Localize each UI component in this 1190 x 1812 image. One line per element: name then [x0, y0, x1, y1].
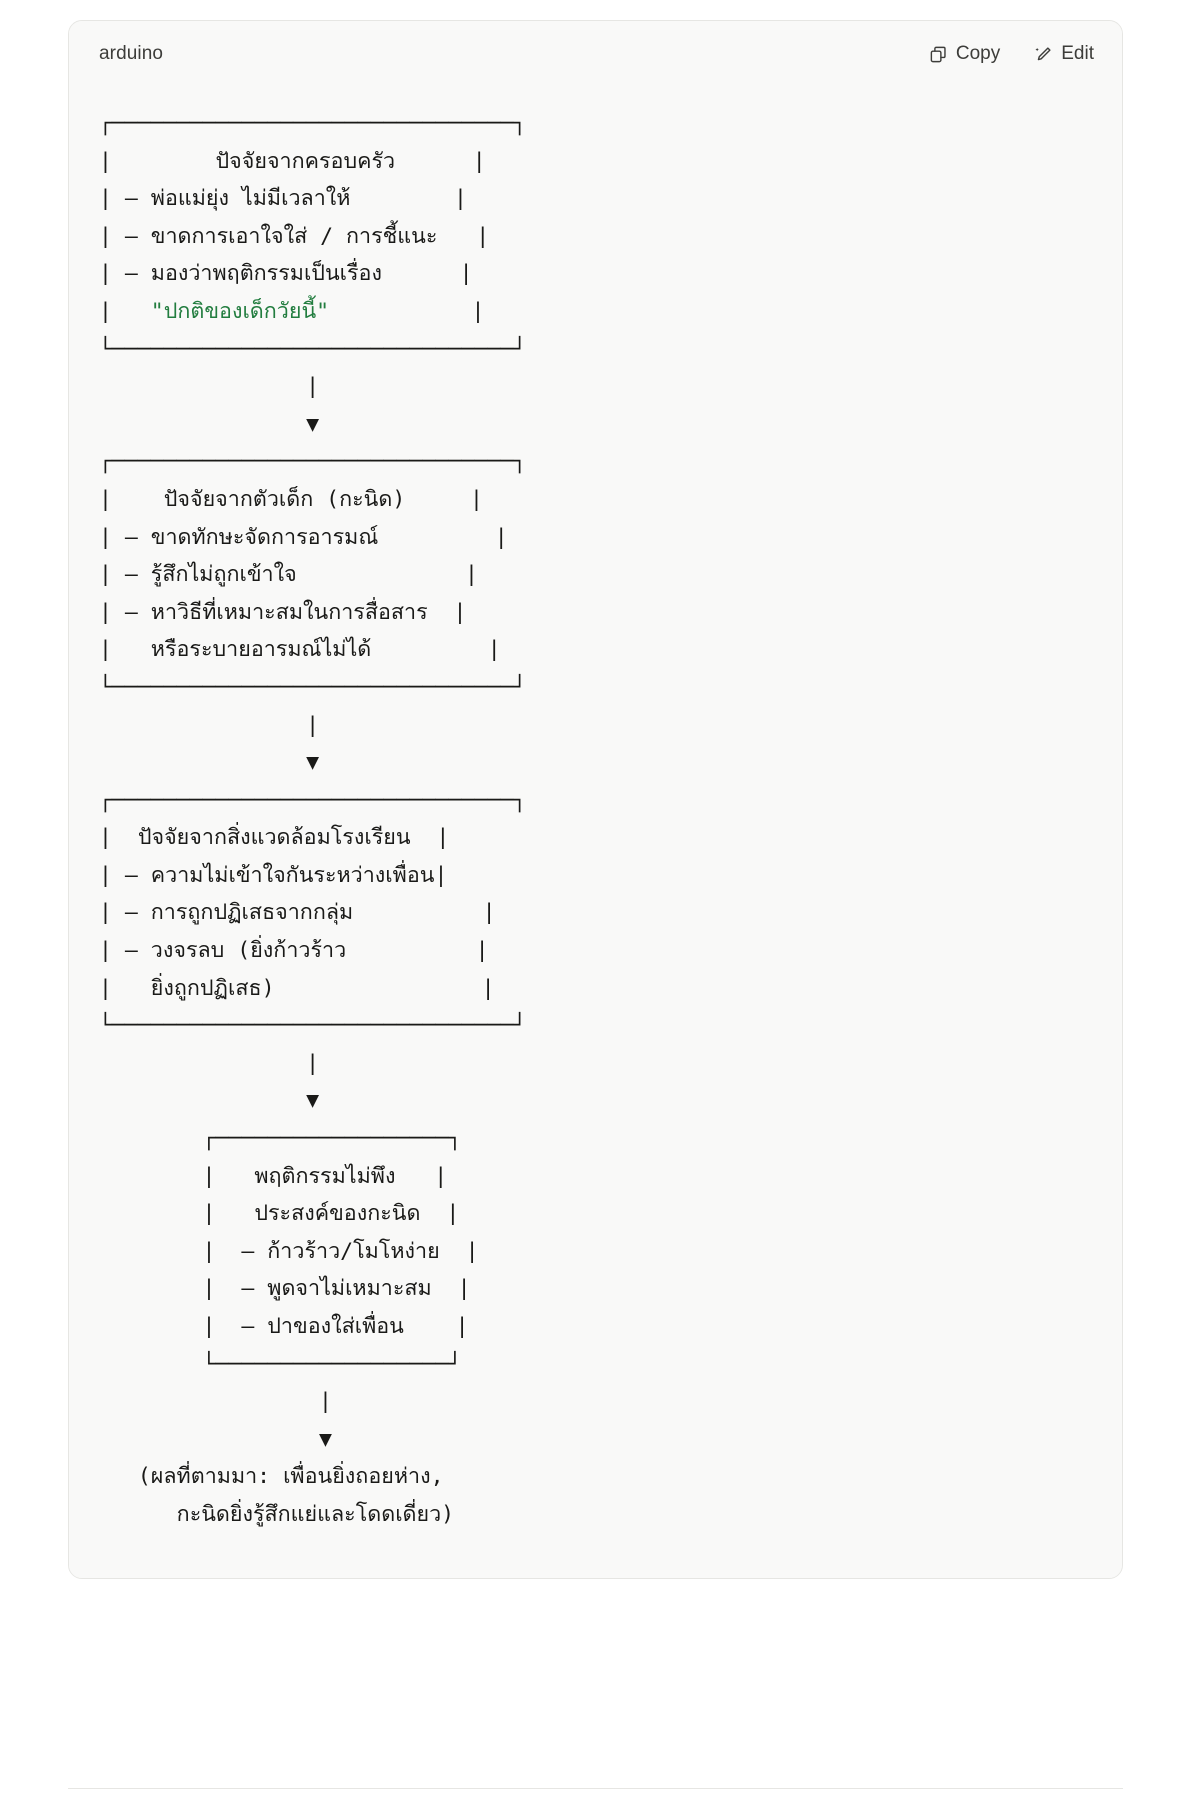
node-school-line-3: | – วงจรลบ (ยิ่งก้าวร้าว | [99, 938, 489, 964]
edit-button[interactable]: Edit [1032, 39, 1096, 69]
node-child-line-3: | – หาวิธีที่เหมาะสมในการสื่อสาร | [99, 599, 467, 625]
node-school-title-line: | ปัจจัยจากสิ่งแวดล้อมโรงเรียน | [99, 825, 450, 851]
node-school-bullet-1: – ความไม่เข้าใจกันระหว่างเพื่อน [124, 862, 435, 888]
node-family-title-line: | ปัจจัยจากครอบครัว | [99, 148, 486, 174]
flowchart-line: └───────────────────────────────┘ [99, 674, 527, 700]
outcome-line-2-wrap: กะนิดยิ่งรู้สึกแย่และโดดเดี่ยว) [99, 1502, 454, 1527]
node-behavior-line-3: | – ปาของใส่เพื่อน | [99, 1314, 469, 1339]
node-behavior-line-1: | – ก้าวร้าว/โมโหง่าย | [99, 1238, 479, 1264]
code-block-actions: Copy Edit [927, 39, 1096, 69]
node-behavior-title-line-2: | ประสงค์ของกะนิด | [99, 1201, 460, 1227]
node-school-line-1: | – ความไม่เข้าใจกันระหว่างเพื่อน| [99, 862, 448, 888]
node-family-line-2: | – ขาดการเอาใจใส่ / การชี้แนะ | [99, 223, 490, 249]
copy-button-label: Copy [955, 43, 1001, 64]
connector-4: | [99, 1389, 332, 1415]
node-behavior-title-a: พฤติกรรมไม่พึง [254, 1163, 396, 1189]
node-school-bullet-4: ยิ่งถูกปฏิเสธ) [150, 975, 275, 1001]
node-family-highlight: "ปกติของเด็กวัยนี้" [150, 298, 330, 324]
flowchart-line: └──────────────────┘ [99, 1351, 462, 1377]
node-family-bullet-1: – พ่อแม่ยุ่ง ไม่มีเวลาให้ [124, 186, 351, 212]
copy-icon [929, 45, 948, 64]
node-school-title: ปัจจัยจากสิ่งแวดล้อมโรงเรียน [137, 825, 411, 851]
node-family-bullet-3: – มองว่าพฤติกรรมเป็นเรื่อง [124, 261, 382, 287]
card-bottom-divider [68, 1788, 1123, 1789]
arrow-2: ▼ [99, 750, 320, 776]
flowchart-line: ┌───────────────────────────────┐ [99, 111, 527, 136]
flowchart-line: ┌───────────────────────────────┐ [99, 787, 527, 813]
flowchart-line: ┌──────────────────┐ [99, 1126, 462, 1152]
node-child-line-4: | หรือระบายอารมณ์ไม่ได้ | [99, 637, 501, 663]
arrow-4: ▼ [99, 1426, 332, 1452]
connector-3: | [99, 1050, 320, 1076]
outcome-line-2: กะนิดยิ่งรู้สึกแย่และโดดเดี่ยว) [176, 1501, 455, 1527]
node-school-bullet-3: – วงจรลบ (ยิ่งก้าวร้าว [124, 938, 347, 964]
flowchart-line: ┌───────────────────────────────┐ [99, 449, 527, 475]
node-child-title-line: | ปัจจัยจากตัวเด็ก (กะนิด) | [99, 486, 483, 512]
node-behavior-bullet-1: – ก้าวร้าว/โมโหง่าย [241, 1238, 440, 1264]
edit-button-label: Edit [1061, 43, 1094, 64]
node-child-bullet-1: – ขาดทักษะจัดการอารมณ์ [124, 524, 379, 550]
node-school-line-4: | ยิ่งถูกปฏิเสธ) | [99, 975, 495, 1001]
node-child-bullet-2: – รู้สึกไม่ถูกเข้าใจ [124, 562, 297, 588]
node-behavior-bullet-3: – ปาของใส่เพื่อน [241, 1314, 404, 1339]
node-school-bullet-2: – การถูกปฏิเสธจากกลุ่ม [124, 900, 354, 926]
arrow-3: ▼ [99, 1088, 320, 1114]
arrow-1: ▼ [99, 411, 320, 437]
node-behavior-line-2: | – พูดจาไม่เหมาะสม | [99, 1276, 471, 1302]
code-block-body: ┌───────────────────────────────┐ | ปัจจ… [69, 87, 1122, 1578]
flowchart-line: └───────────────────────────────┘ [99, 1013, 527, 1039]
copy-button[interactable]: Copy [927, 39, 1002, 69]
ascii-flowchart: ┌───────────────────────────────┐ | ปัจจ… [99, 105, 1092, 1534]
node-child-bullet-3: – หาวิธีที่เหมาะสมในการสื่อสาร [124, 599, 428, 625]
node-family-line-3: | – มองว่าพฤติกรรมเป็นเรื่อง | [99, 261, 473, 287]
node-family-title: ปัจจัยจากครอบครัว [215, 148, 396, 174]
node-child-line-2: | – รู้สึกไม่ถูกเข้าใจ | [99, 562, 478, 588]
node-behavior-bullet-2: – พูดจาไม่เหมาะสม [241, 1276, 432, 1302]
outcome-text: (ผลที่ตามมา: เพื่อนยิ่งถอยห่าง, [99, 1464, 444, 1489]
node-family-line-4: | "ปกติของเด็กวัยนี้" | [99, 298, 485, 324]
node-child-bullet-4: หรือระบายอารมณ์ไม่ได้ [150, 637, 372, 663]
code-language-label: arduino [99, 43, 164, 64]
code-block-card: arduino Copy Edit [68, 20, 1123, 1579]
connector-1: | [99, 374, 320, 400]
connector-2: | [99, 712, 320, 738]
flowchart-line: └───────────────────────────────┘ [99, 336, 527, 362]
node-school-line-2: | – การถูกปฏิเสธจากกลุ่ม | [99, 900, 496, 926]
node-family-line-1: | – พ่อแม่ยุ่ง ไม่มีเวลาให้ | [99, 186, 467, 212]
node-family-bullet-2: – ขาดการเอาใจใส่ / การชี้แนะ [124, 223, 438, 249]
outcome-line-1: (ผลที่ตามมา: เพื่อนยิ่งถอยห่าง, [137, 1464, 444, 1490]
node-behavior-title-b: ประสงค์ของกะนิด [254, 1201, 421, 1227]
node-child-line-1: | – ขาดทักษะจัดการอารมณ์ | [99, 524, 508, 550]
code-block-header: arduino Copy Edit [69, 21, 1122, 87]
node-behavior-title-line-1: | พฤติกรรมไม่พึง | [99, 1163, 448, 1189]
edit-pen-icon [1034, 45, 1053, 64]
node-child-title: ปัจจัยจากตัวเด็ก (กะนิด) [163, 486, 406, 512]
